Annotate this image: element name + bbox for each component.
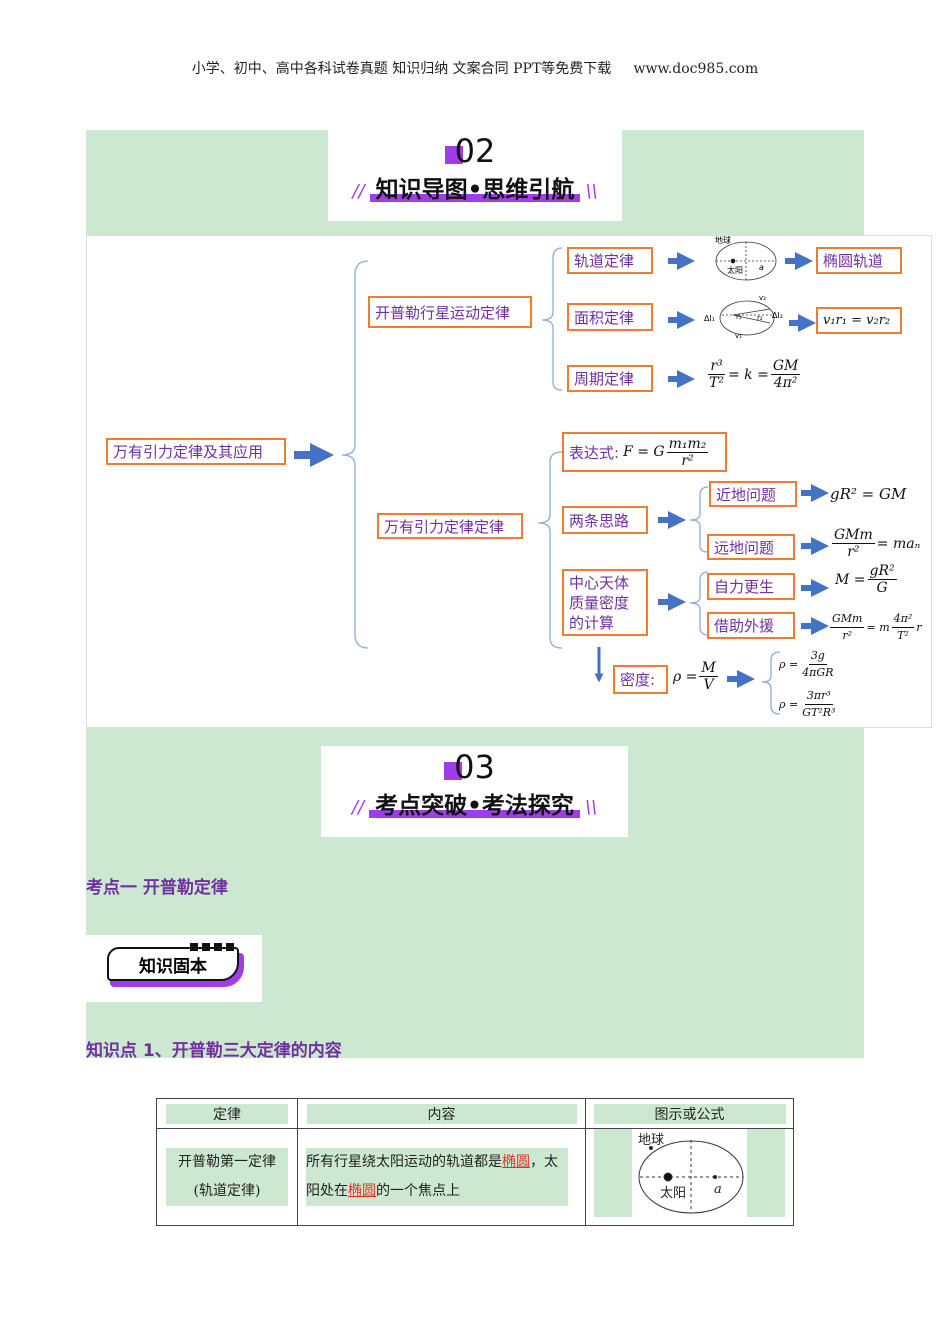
gravity-node: 万有引力定律定律 — [377, 513, 523, 539]
near-formula: gR² = GM — [830, 485, 907, 503]
area-law-node: 面积定律 — [567, 303, 653, 331]
kepler-table: 定律 内容 图示或公式 开普勒第一定律(轨道定律) 所有行星绕太阳运动的轨道都是… — [156, 1098, 794, 1226]
root-node: 万有引力定律及其应用 — [106, 438, 286, 465]
banner-03: 03 // 考点突破•考法探究 \\ — [321, 746, 628, 837]
badge-container: 知识固本 — [86, 935, 262, 1002]
banner-02: 02 // 知识导图•思维引航 \\ — [328, 130, 622, 221]
orbit-diagram-icon — [715, 241, 777, 281]
section-title: 考点一 开普勒定律 — [86, 878, 228, 898]
near-earth-node: 近地问题 — [709, 481, 797, 507]
area-law-result: v₁r₁ = v₂r₂ — [816, 307, 902, 334]
mass-density-node: 中心天体质量密度的计算 — [562, 569, 648, 636]
area-law-diagram-icon — [719, 300, 775, 336]
page-header: 小学、初中、高中各科试卷真题 知识归纳 文案合同 PPT等免费下载 www.do… — [191, 61, 759, 77]
table-row: 开普勒第一定律(轨道定律) 所有行星绕太阳运动的轨道都是椭圆，太阳处在椭圆的一个… — [156, 1128, 794, 1226]
kepler-node: 开普勒行星运动定律 — [368, 296, 532, 328]
far-earth-node: 远地问题 — [707, 534, 795, 560]
knowledge-point-title: 知识点 1、开普勒三大定律的内容 — [86, 1041, 342, 1061]
self-reliance-node: 自力更生 — [707, 573, 795, 600]
banner-title: 知识导图•思维引航 — [369, 170, 581, 204]
period-law-node: 周期定律 — [567, 365, 653, 392]
knowledge-badge: 知识固本 — [107, 947, 239, 981]
banner-title: 考点突破•考法探究 — [369, 786, 580, 820]
orbit-law-node: 轨道定律 — [567, 247, 653, 274]
density-node: 密度: — [613, 665, 668, 694]
ellipse-orbit-node: 椭圆轨道 — [816, 247, 902, 274]
two-ways-node: 两条思路 — [562, 506, 648, 534]
site-url[interactable]: www.doc985.com — [633, 61, 759, 77]
diagram-cell: 地球 太阳 a — [585, 1128, 794, 1226]
external-help-node: 借助外援 — [707, 612, 795, 639]
